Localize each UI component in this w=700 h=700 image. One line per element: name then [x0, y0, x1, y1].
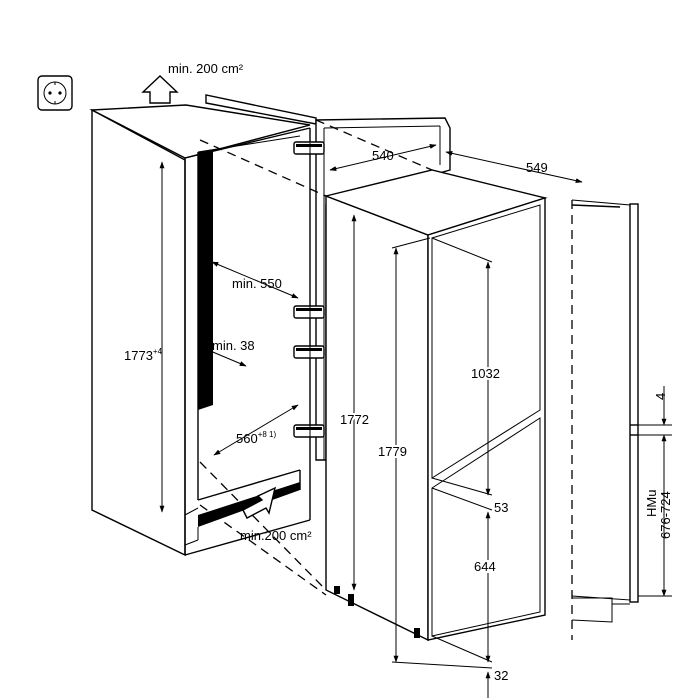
hmu-label: HMu 676-724	[644, 490, 673, 539]
appliance-height-label: 1772	[340, 412, 369, 427]
appliance-depth-label: 549	[526, 160, 548, 175]
hmu-range: 676-724	[658, 491, 673, 539]
hmu-title: HMu	[644, 490, 659, 517]
socket-icon	[37, 75, 73, 111]
up-arrow-icon	[141, 75, 179, 104]
upper-door-label: 1032	[471, 366, 500, 381]
niche-width-label: 560+8 1)	[236, 430, 276, 446]
bottom-gap-label: 32	[494, 668, 508, 683]
depth-min-label: min. 550	[232, 276, 282, 291]
door-width-label: 540	[372, 148, 394, 163]
appliance-body	[323, 169, 548, 642]
hinge-icon	[293, 141, 325, 470]
door-gap-label: 53	[494, 500, 508, 515]
total-height-label: 1779	[378, 444, 407, 459]
side-gap-label: 4	[653, 393, 668, 400]
dimension-lines	[159, 144, 672, 698]
vent-top-label: min. 200 cm²	[168, 61, 244, 76]
side-profile	[571, 199, 639, 623]
niche-height-label: 1773+4	[124, 347, 163, 363]
gap-min-label: min. 38	[212, 338, 255, 353]
cabinet-niche	[89, 94, 317, 557]
vent-bottom-label: min.200 cm²	[240, 528, 312, 543]
air-inlet-arrow-icon	[242, 486, 277, 519]
lower-door-label: 644	[474, 559, 496, 574]
